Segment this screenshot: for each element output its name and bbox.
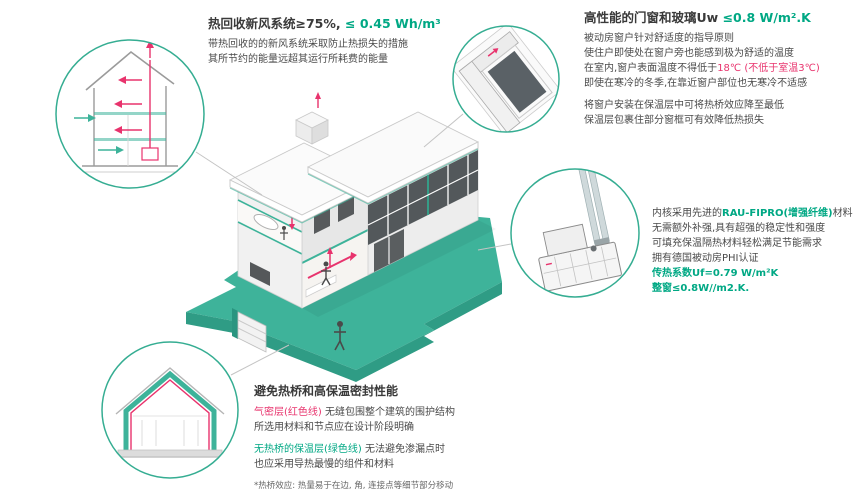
gasket: [590, 245, 597, 252]
profile-uf-value: 传热系数Uf=0.79 W/m²K: [652, 268, 779, 279]
hrv-unit: [141, 147, 159, 161]
stair-wall: [232, 308, 238, 339]
windows-line3-note: (不低于室温3℃): [741, 63, 820, 75]
insulation-layer-label: 无热桥的保温层(绿色线): [254, 443, 362, 455]
kitchen-counter: [305, 274, 337, 298]
profile-brand: RAU-FIPRO(增强纤维): [722, 208, 833, 219]
sash-profile: [542, 223, 588, 257]
thermal-footnote: *热桥效应: 热量易于在边, 角, 连接点等细节部分移动: [254, 480, 454, 491]
profile-uw-value: 整窗≤0.8W//m2.K.: [652, 283, 750, 294]
ventilation-body: 带热回收的的新风系统采取防止热损失的措施 其所节约的能量远超其运行所耗费的能量: [208, 37, 498, 67]
thermal-p2-line2: 也应采用导热最慢的组件和材料: [254, 458, 394, 470]
windows-line2: 使住户即使处在窗户旁也能感到极为舒适的温度: [584, 48, 794, 60]
person-groundfloor: [321, 261, 331, 286]
airtight-layer: [130, 379, 210, 450]
profile-line1-pre: 内核采用先进的: [652, 208, 722, 219]
ventilation-detail-circle: [55, 39, 205, 189]
callout-ventilation: 热回收新风系统≥75%, ≤ 0.45 Wh/m³ 带热回收的的新风系统采取防止…: [208, 16, 498, 67]
insulation-detail-circle: [101, 341, 239, 479]
connector-ventilation: [195, 151, 263, 196]
windows-line3-temp: 18℃: [717, 63, 742, 75]
thermal-p1-line1: 气密层(红色线) 无缝包围整个建筑的围护结构: [254, 405, 594, 420]
tower-door: [250, 262, 270, 286]
callout-thermal: 避免热桥和高保温密封性能 气密层(红色线) 无缝包围整个建筑的围护结构 所选用材…: [254, 384, 594, 492]
callout-profile: 内核采用先进的RAU-FIPRO(增强纤维)材料 无需额外补强,具有超强的稳定性…: [652, 206, 864, 296]
windows-title-value: ≤0.8 W/m².K: [722, 10, 811, 25]
windows-line6: 保温层包裹住部分窗框可有效降低热损失: [584, 115, 764, 127]
windows-line1: 被动房窗户针对舒适度的指导原则: [584, 33, 734, 45]
windows-body: 被动房窗户针对舒适度的指导原则 使住户即使处在窗户旁也能感到极为舒适的温度 在室…: [584, 31, 862, 128]
person-garden: [334, 321, 346, 351]
roof-box-right: [311, 119, 329, 145]
airtight-layer-label: 气密层(红色线): [254, 406, 322, 418]
windows-line4: 即使在寒冷的冬季,在靠近窗户部位也无寒冷不适感: [584, 78, 808, 90]
person-bathroom: [280, 226, 288, 240]
thermal-p1-line2: 所选用材料和节点应在设计阶段明确: [254, 421, 414, 433]
thermal-p1-rest: 无缝包围整个建筑的围护结构: [321, 406, 455, 418]
ventilation-title-value: ≤ 0.45 Wh/m³: [340, 16, 441, 31]
floor-slab: [117, 449, 223, 458]
thermal-body: 气密层(红色线) 无缝包围整个建筑的围护结构 所选用材料和节点应在设计阶段明确 …: [254, 405, 594, 492]
connector-lines: [195, 113, 512, 376]
bathtub: [253, 213, 279, 231]
windows-title-main: 高性能的门窗和玻璃Uw: [584, 10, 723, 25]
profile-line3: 可填充保温隔热材料轻松满足节能需求: [652, 238, 822, 249]
windows-line3: 在室内,窗户表面温度不得低于18℃ (不低于室温3℃): [584, 61, 862, 76]
profile-detail-circle: [510, 168, 640, 298]
ventilation-line1: 带热回收的的新风系统采取防止热损失的措施: [208, 39, 408, 51]
windows-line3-pre: 在室内,窗户表面温度不得低于: [584, 63, 718, 75]
building-shadow: [302, 220, 496, 317]
window-detail-circle: [452, 25, 560, 133]
profile-line2: 无需额外补强,具有超强的稳定性和强度: [652, 223, 826, 234]
callout-windows: 高性能的门窗和玻璃Uw ≤0.8 W/m².K 被动房窗户针对舒适度的指导原则 …: [584, 10, 862, 128]
connector-profile: [477, 243, 512, 251]
windows-title: 高性能的门窗和玻璃Uw ≤0.8 W/m².K: [584, 10, 862, 26]
ventilation-title-main: 热回收新风系统≥75%,: [208, 16, 341, 31]
thermal-p2-rest: 无法避免渗漏点时: [361, 443, 445, 455]
ventilation-title: 热回收新风系统≥75%, ≤ 0.45 Wh/m³: [208, 16, 498, 32]
isometric-house: [186, 92, 502, 382]
connector-window: [423, 113, 464, 148]
ventilation-line2: 其所节约的能量远超其运行所耗费的能量: [208, 54, 388, 66]
glass-pane: [487, 50, 547, 113]
profile-line1: 内核采用先进的RAU-FIPRO(增强纤维)材料: [652, 206, 864, 221]
windows-line5: 将窗户安装在保温层中可将热桥效应降至最低: [584, 100, 784, 112]
thermal-p2-line1: 无热桥的保温层(绿色线) 无法避免渗漏点时: [254, 442, 594, 457]
profile-body: 内核采用先进的RAU-FIPRO(增强纤维)材料 无需额外补强,具有超强的稳定性…: [652, 206, 864, 296]
profile-line4: 拥有德国被动房PHI认证: [652, 253, 759, 264]
thermal-title: 避免热桥和高保温密封性能: [254, 384, 399, 398]
insulation-layer: [123, 370, 217, 450]
wing-roof-edge: [307, 141, 479, 204]
profile-line1-post: 材料: [832, 208, 853, 219]
connector-thermal: [230, 344, 290, 376]
basement-stairs: [237, 311, 267, 353]
